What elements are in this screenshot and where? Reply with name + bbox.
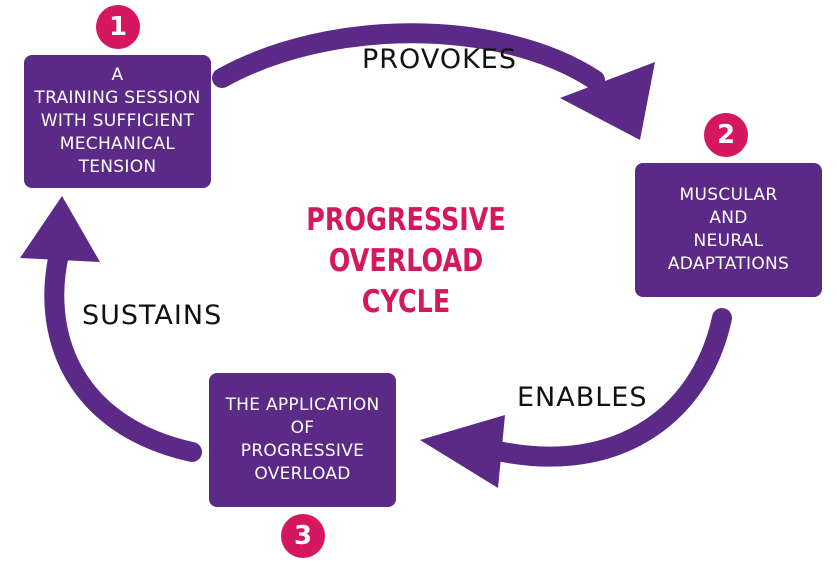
step-2-badge: 2: [704, 113, 748, 157]
step-3-box: THE APPLICATION OF PROGRESSIVE OVERLOAD: [209, 373, 396, 507]
arrow-enables: [475, 308, 732, 467]
arrowhead-sustains: [20, 196, 100, 262]
arrow-sustains: [44, 240, 202, 462]
arrow-provokes: [212, 23, 605, 90]
step-1-badge: 1: [96, 5, 140, 49]
label-enables: ENABLES: [517, 382, 648, 413]
step-2-number: 2: [716, 120, 736, 150]
step-3-text: THE APPLICATION OF PROGRESSIVE OVERLOAD: [225, 395, 380, 484]
arrowhead-enables: [420, 415, 505, 488]
step-2-text: MUSCULAR AND NEURAL ADAPTATIONS: [667, 185, 790, 274]
label-sustains: SUSTAINS: [82, 300, 223, 331]
arrowhead-provokes: [560, 62, 655, 140]
step-1-number: 1: [108, 12, 128, 42]
label-provokes: PROVOKES: [362, 44, 517, 75]
title-line-1: PROGRESSIVE OVERLOAD: [306, 202, 506, 279]
step-3-number: 3: [293, 521, 313, 551]
step-1-box: A TRAINING SESSION WITH SUFFICIENT MECHA…: [24, 55, 211, 188]
step-2-box: MUSCULAR AND NEURAL ADAPTATIONS: [635, 163, 822, 297]
diagram-title: PROGRESSIVE OVERLOAD CYCLE: [234, 200, 578, 323]
step-3-badge: 3: [281, 514, 325, 558]
title-line-2: CYCLE: [361, 284, 451, 320]
step-1-text: A TRAINING SESSION WITH SUFFICIENT MECHA…: [34, 65, 201, 177]
